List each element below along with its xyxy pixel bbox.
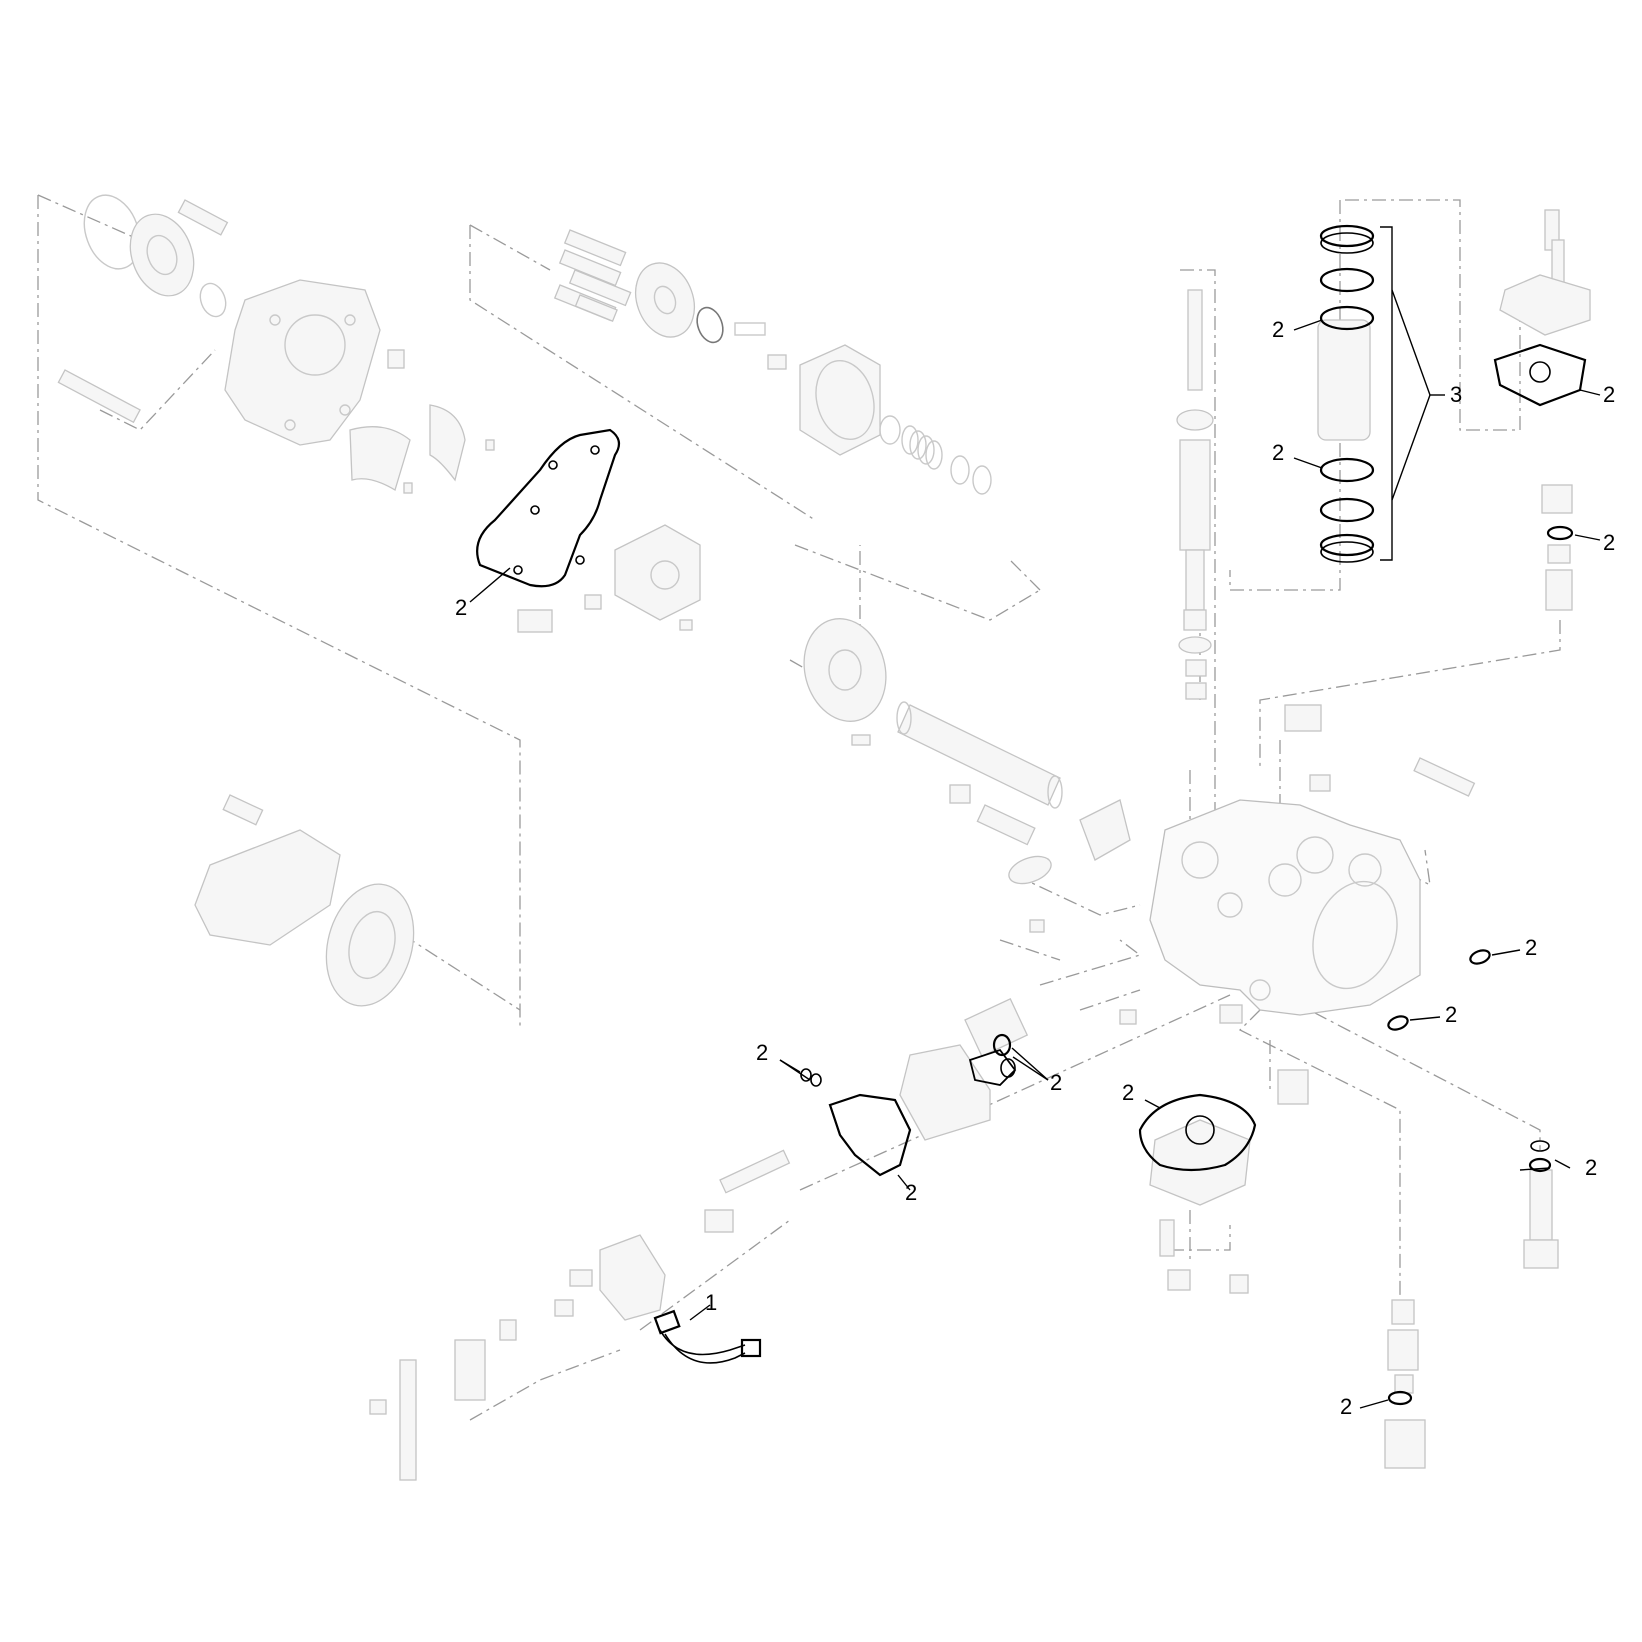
callout-ring-b: 2 <box>1272 440 1284 465</box>
leader-lines <box>469 319 1601 1409</box>
pump-housing-icon <box>1149 704 1421 1016</box>
shaft-icon <box>896 701 1063 809</box>
end-cover-icon <box>224 279 381 446</box>
highlighted-parts <box>476 224 1587 1406</box>
cylinder-block-icon <box>799 344 881 456</box>
filter-kit-rings-icon <box>1319 224 1375 563</box>
callout-oring-side-1: 2 <box>1525 935 1537 960</box>
bearing-group-icon <box>83 194 229 318</box>
callout-oring-pair-right: 2 <box>1585 1155 1597 1180</box>
callout-cover-gasket-right: 2 <box>1603 382 1615 407</box>
callout-switch: 1 <box>705 1290 717 1315</box>
callout-gasket-upper: 2 <box>455 595 467 620</box>
callout-kit: 3 <box>1450 382 1462 407</box>
callout-small-orings-left: 2 <box>756 1040 768 1065</box>
callout-oring-bottom: 2 <box>1340 1394 1352 1419</box>
lower-cover-icon <box>194 829 341 946</box>
callout-ring-a: 2 <box>1272 317 1284 342</box>
callout-gasket-lower-center: 2 <box>1122 1080 1134 1105</box>
callout-plug-oring-right: 2 <box>1603 530 1615 555</box>
filter-element-icon <box>1317 319 1371 441</box>
spring-icon <box>901 425 943 470</box>
callout-oring-side-2: 2 <box>1445 1002 1457 1027</box>
pressure-switch-icon <box>653 1309 762 1364</box>
callout-oring-pair-center: 2 <box>1050 1070 1062 1095</box>
ghost-parts <box>57 194 1591 1481</box>
gasket-icon <box>476 428 621 588</box>
pistons-icon <box>553 229 632 322</box>
callouts: 2 2 2 3 2 2 2 2 2 2 2 2 1 2 2 <box>455 317 1615 1419</box>
callout-gasket-left: 2 <box>905 1180 917 1205</box>
bolt-icon <box>57 369 141 424</box>
